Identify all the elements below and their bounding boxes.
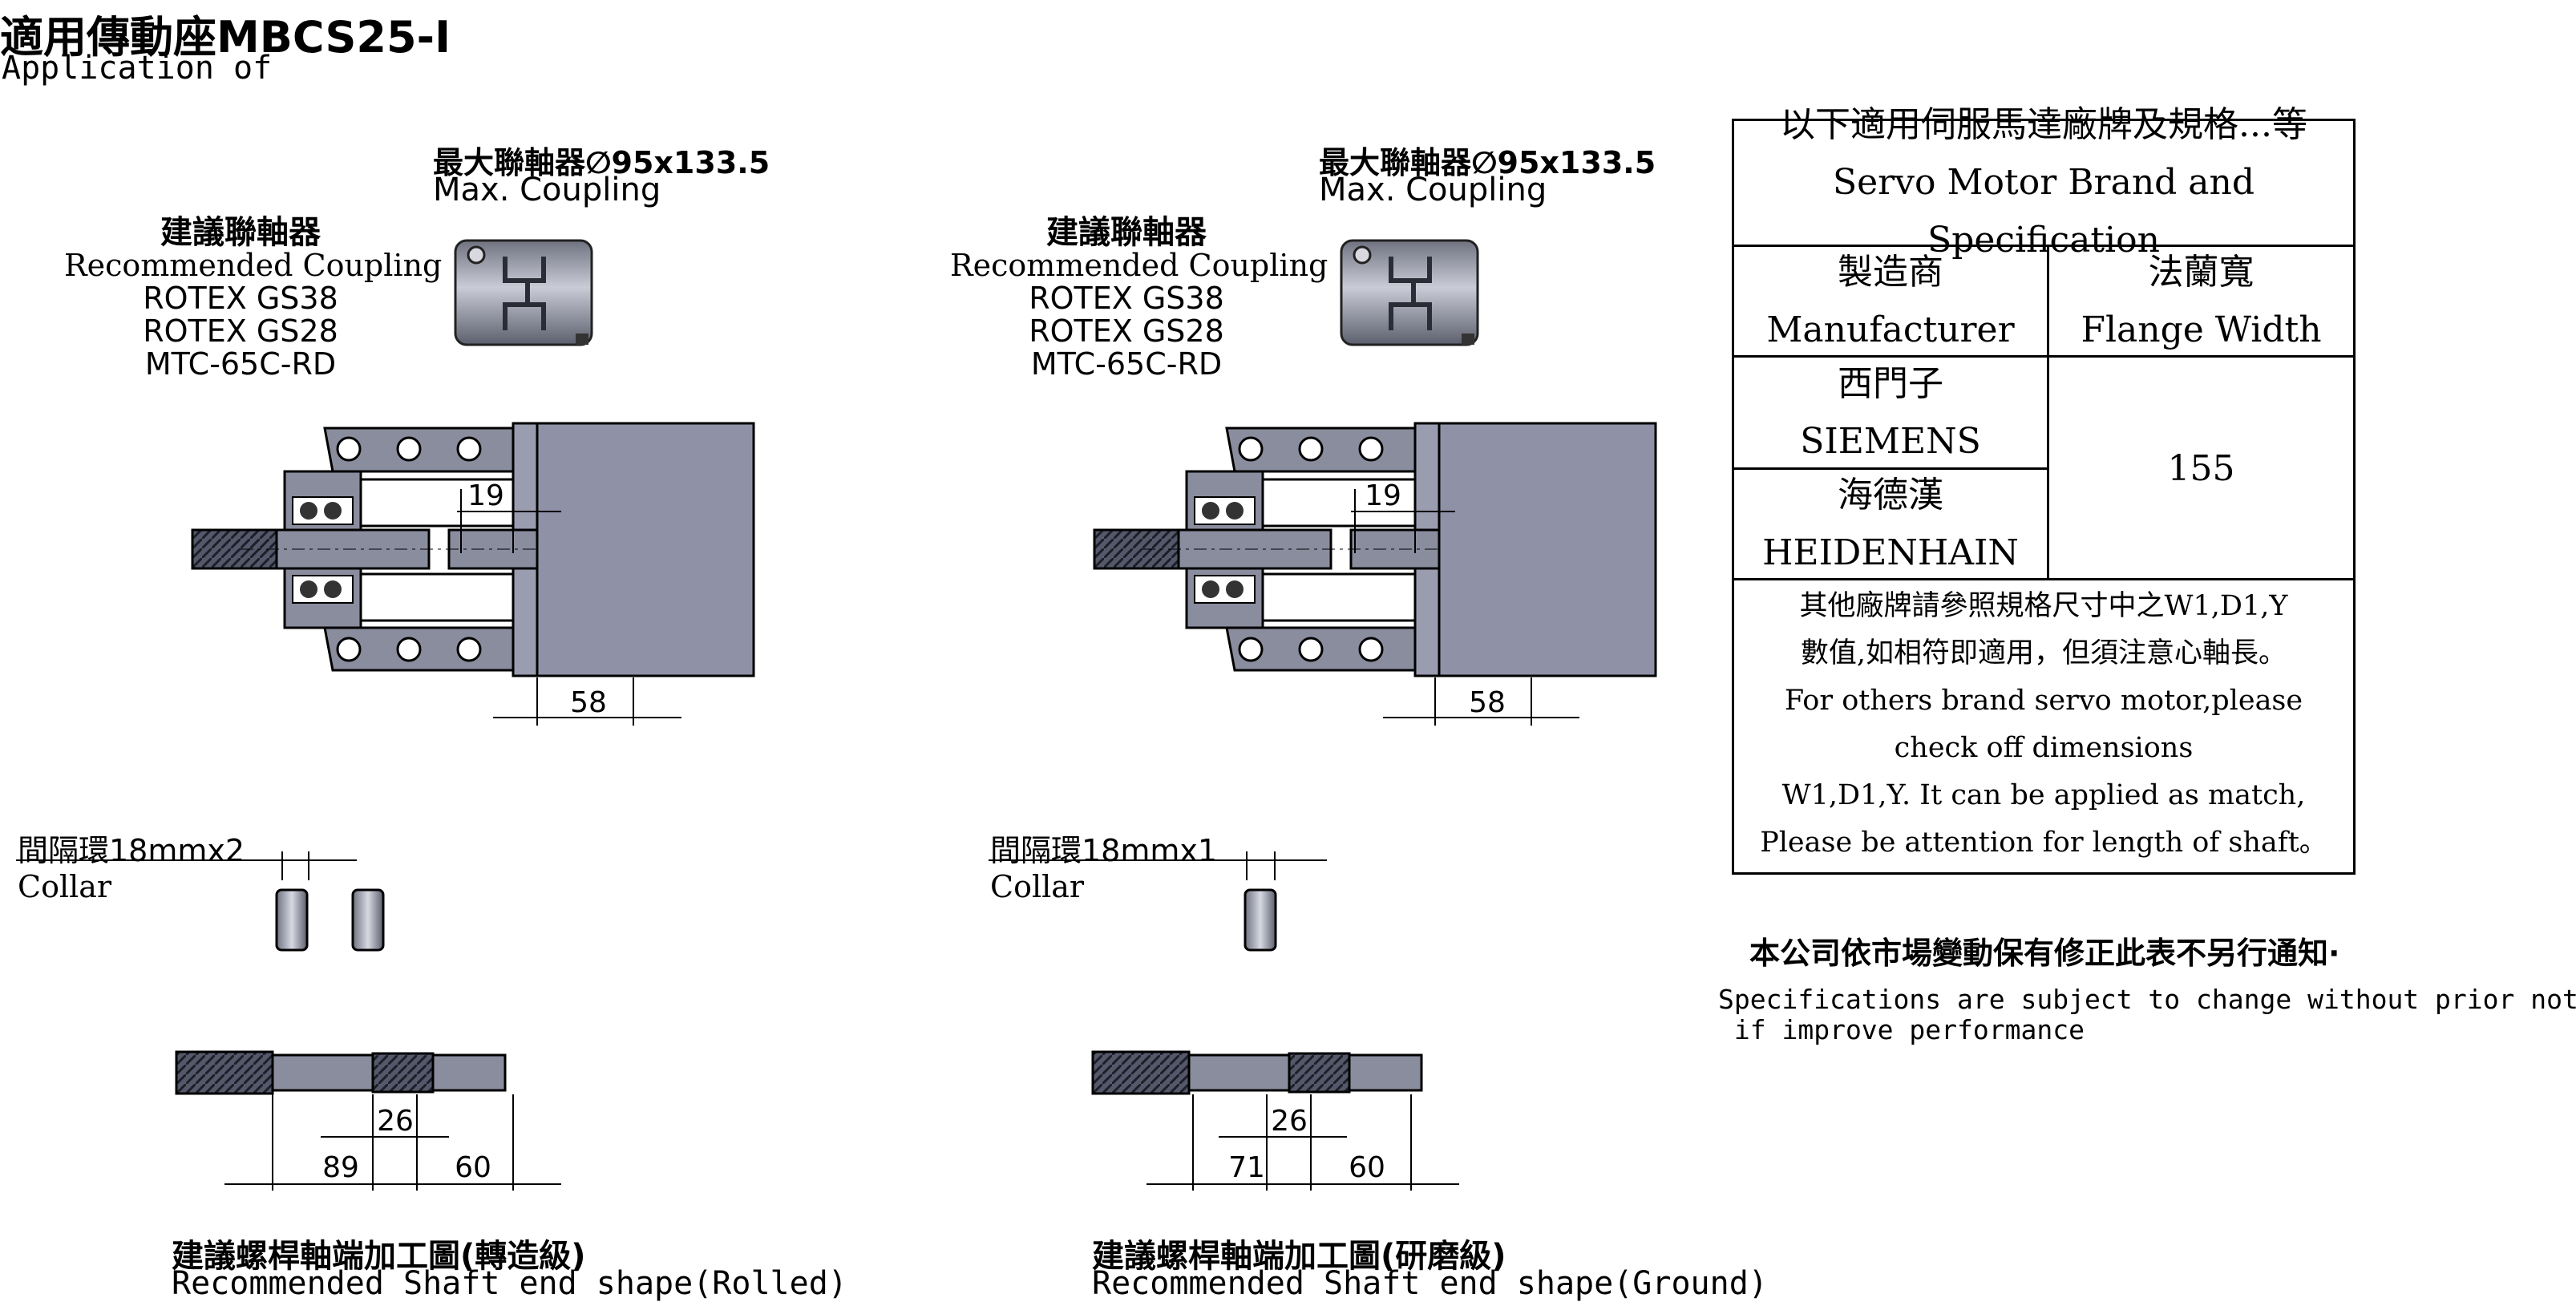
left-collar-dim [16, 851, 357, 880]
left-collar-2 [351, 888, 385, 952]
spec-heidenhain-en: HEIDENHAIN [1762, 532, 2019, 573]
left-coupling-3: MTC-65C-RD [144, 346, 337, 382]
spec-header-cn: 以下適用伺服馬達廠牌及規格...等 [1780, 104, 2307, 145]
right-assembly-drawing [1093, 422, 1657, 677]
left-max-coupling-en: Max. Coupling [433, 172, 661, 208]
right-shaft-end-drawing [1091, 1050, 1423, 1095]
spec-col2-cn: 法蘭寬 [2148, 251, 2255, 293]
left-coupling-1: ROTEX GS38 [143, 281, 338, 316]
spec-row-heidenhain: 海德漢 HEIDENHAIN [1734, 470, 2353, 580]
right-collar-cn: 間隔環18mmx1 [990, 833, 1218, 868]
right-dim-26-text: 26 [1271, 1105, 1308, 1138]
left-dim-89-text: 89 [322, 1151, 359, 1184]
notice-en-line-2: if improve performance [1718, 1014, 2085, 1045]
right-collar-1 [1244, 888, 1277, 952]
left-assembly-drawing [191, 422, 755, 677]
spec-flange-value: 155 [2167, 448, 2235, 489]
spec-table: 以下適用伺服馬達廠牌及規格...等 Servo Motor Brand and … [1732, 104, 2356, 875]
right-dim-19-text: 19 [1365, 479, 1401, 512]
left-rec-coupling-en: Recommended Coupling [64, 248, 443, 283]
right-collar-en: Collar [990, 869, 1085, 904]
spec-row-siemens: 西門子 SIEMENS [1734, 358, 2353, 470]
left-coupling-2: ROTEX GS28 [143, 313, 338, 349]
right-shaft-dims [1146, 1094, 1459, 1191]
spec-siemens-cn: 西門子 [1838, 362, 1943, 404]
right-coupling-2: ROTEX GS28 [1029, 313, 1224, 349]
spec-col1-cn: 製造商 [1838, 251, 1943, 293]
left-dim-58-text: 58 [570, 686, 607, 719]
left-shaft-dims [224, 1094, 561, 1191]
right-shaft-en: Recommended Shaft end shape(Ground) [1092, 1265, 1768, 1302]
right-dim-71-text: 71 [1228, 1151, 1265, 1184]
spec-note-line-4: check off dimensions [1894, 732, 2194, 764]
spec-col2-en: Flange Width [2081, 309, 2322, 350]
left-dim-19-text: 19 [467, 479, 504, 512]
right-dim-58-text: 58 [1469, 686, 1506, 719]
right-max-coupling-cn: 最大聯軸器∅95x133.5 [1319, 145, 1656, 180]
spec-flange-cell: 155 [2047, 358, 2356, 580]
spec-note-line-6: Please be attention for length of shaft。 [1760, 827, 2327, 859]
left-dim-58 [493, 677, 681, 726]
notice-en-line-1: Specifications are subject to change wit… [1718, 984, 2576, 1015]
left-collar-1 [275, 888, 309, 952]
left-collar-cn: 間隔環18mmx2 [18, 833, 245, 868]
spec-note-line-2: 數值,如相符即適用，但須注意心軸長。 [1800, 637, 2287, 669]
right-coupling-image [1341, 241, 1478, 345]
right-max-coupling-en: Max. Coupling [1319, 172, 1547, 208]
spec-note-line-3: For others brand servo motor,please [1784, 685, 2303, 717]
right-coupling-1: ROTEX GS38 [1029, 281, 1224, 316]
spec-note-line-1: 其他廠牌請參照規格尺寸中之W1,D1,Y [1799, 590, 2288, 622]
left-coupling-image [455, 241, 592, 345]
right-collar-dim [989, 851, 1327, 880]
right-dim-60-text: 60 [1349, 1151, 1385, 1184]
left-recommended-coupling-block: 建議聯軸器 Recommended Coupling ROTEX GS38 RO… [64, 214, 443, 382]
left-shaft-en: Recommended Shaft end shape(Rolled) [172, 1265, 847, 1302]
spec-note-line-5: W1,D1,Y. It can be applied as match, [1781, 779, 2306, 811]
right-dim-19 [1351, 489, 1455, 553]
spec-siemens-en: SIEMENS [1800, 420, 1981, 462]
left-dim-26-text: 26 [377, 1105, 414, 1138]
left-max-coupling-cn: 最大聯軸器∅95x133.5 [433, 145, 770, 180]
spec-note: 其他廠牌請參照規格尺寸中之W1,D1,Y 數值,如相符即適用，但須注意心軸長。 … [1734, 583, 2353, 867]
spec-col1-en: Manufacturer [1766, 309, 2015, 350]
right-rec-coupling-en: Recommended Coupling [950, 248, 1328, 283]
right-recommended-coupling-block: 建議聯軸器 Recommended Coupling ROTEX GS38 RO… [950, 214, 1328, 382]
left-rec-coupling-cn: 建議聯軸器 [160, 214, 321, 251]
spec-header-en: Servo Motor Brand and Specification [1832, 162, 2255, 261]
spec-table-colheaders: 製造商 Manufacturer 法蘭寬 Flange Width [1734, 247, 2353, 358]
left-shaft-end-drawing [175, 1050, 507, 1095]
right-dim-58 [1383, 677, 1579, 726]
page-title: 適用傳動座MBCS25-I [0, 12, 451, 63]
spec-heidenhain-cn: 海德漢 [1838, 474, 1943, 516]
left-shaft-cn: 建議螺桿軸端加工圖(轉造級) [172, 1238, 586, 1275]
left-dim-19 [457, 489, 561, 553]
page-subtitle: Application of [2, 50, 273, 87]
left-collar-en: Collar [18, 869, 112, 904]
right-coupling-3: MTC-65C-RD [1030, 346, 1223, 382]
right-shaft-cn: 建議螺桿軸端加工圖(研磨級) [1092, 1238, 1506, 1275]
right-rec-coupling-cn: 建議聯軸器 [1046, 214, 1207, 251]
spec-table-header: 以下適用伺服馬達廠牌及規格...等 Servo Motor Brand and … [1734, 104, 2353, 261]
left-dim-60-text: 60 [455, 1151, 491, 1184]
notice-cn: 本公司依市場變動保有修正此表不另行通知· [1749, 936, 2340, 971]
